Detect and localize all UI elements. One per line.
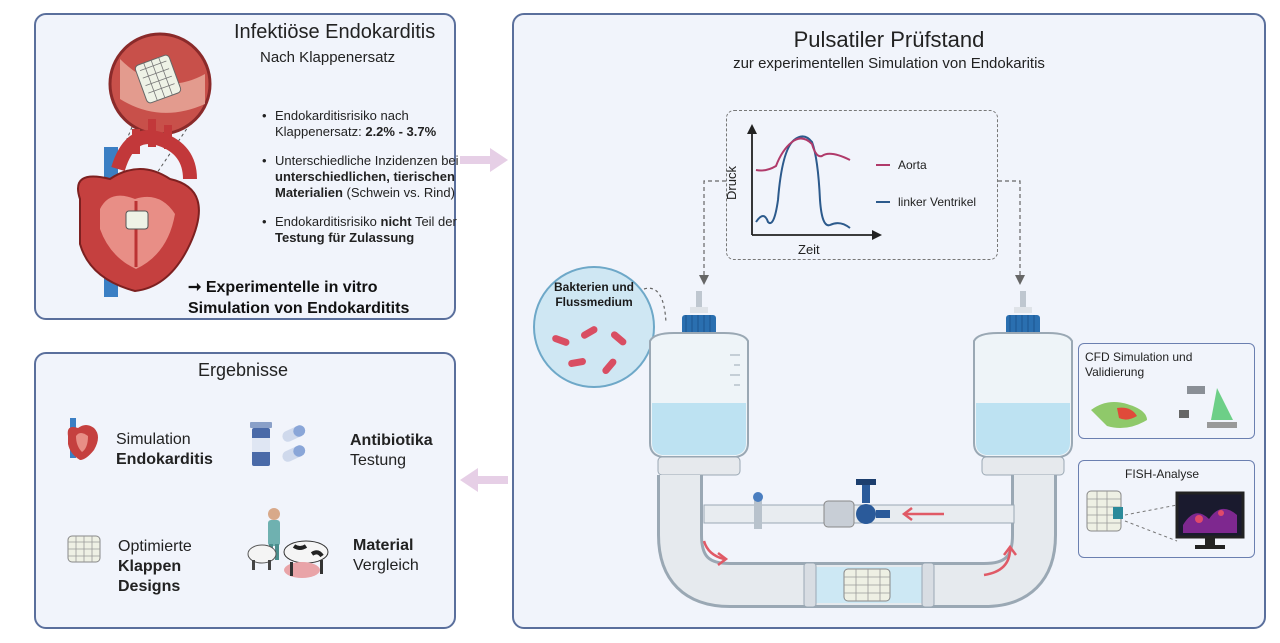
intro-conclusion: ➞ Experimentelle in vitro Simulation von… [188, 279, 410, 317]
aorta-line [755, 137, 851, 172]
bacteria-circle [533, 266, 667, 388]
pressure-chart: Druck Zeit Aorta linker Ventrikel [726, 124, 976, 257]
fish-label: FISH-Analyse [1125, 467, 1200, 481]
chart-ylabel: Druck [726, 166, 739, 200]
fish-image [1086, 490, 1245, 549]
ventricle-line [755, 135, 851, 229]
valve-icon [67, 535, 101, 563]
flow-loop [649, 291, 1073, 608]
setup-subtitle: zur experimentellen Simulation von Endok… [733, 55, 1045, 72]
left-reservoir [649, 291, 749, 476]
cfd-image [1091, 386, 1237, 428]
legend-ventricle: linker Ventrikel [898, 195, 976, 209]
legend-aorta: Aorta [898, 158, 927, 172]
arrow-right-icon [460, 148, 508, 172]
signal-connectors [699, 180, 1025, 285]
intro-bullets: Endokarditisrisiko nach Klappenersatz: 2… [259, 108, 484, 259]
intro-panel: Infektiöse Endokarditis Nach Klappenersa… [34, 13, 459, 320]
heart-illustration [77, 32, 212, 297]
pressure-chart-box [726, 110, 998, 260]
antibiotics-icon [250, 422, 306, 466]
bullet-incidence: Unterschiedliche Inzidenzen bei untersch… [259, 153, 484, 201]
arrow-left-icon [460, 468, 508, 492]
results-title: Ergebnisse [198, 360, 289, 380]
bullet-testing: Endokarditisrisiko nicht Teil der Testun… [259, 214, 484, 246]
setup-title: Pulsatiler Prüfstand [793, 27, 985, 52]
fish-box: FISH-Analyse [1078, 460, 1255, 558]
intro-subtitle: Nach Klappenersatz [260, 49, 396, 66]
setup-panel: Pulsatiler Prüfstand zur experimentellen… [512, 13, 1266, 629]
intro-title: Infektiöse Endokarditis [234, 21, 436, 43]
animals-icon [247, 508, 329, 578]
right-reservoir [973, 291, 1073, 476]
bullet-risk: Endokarditisrisiko nach Klappenersatz: 2… [259, 108, 484, 140]
heart-icon [67, 418, 98, 460]
chart-xlabel: Zeit [798, 242, 820, 257]
